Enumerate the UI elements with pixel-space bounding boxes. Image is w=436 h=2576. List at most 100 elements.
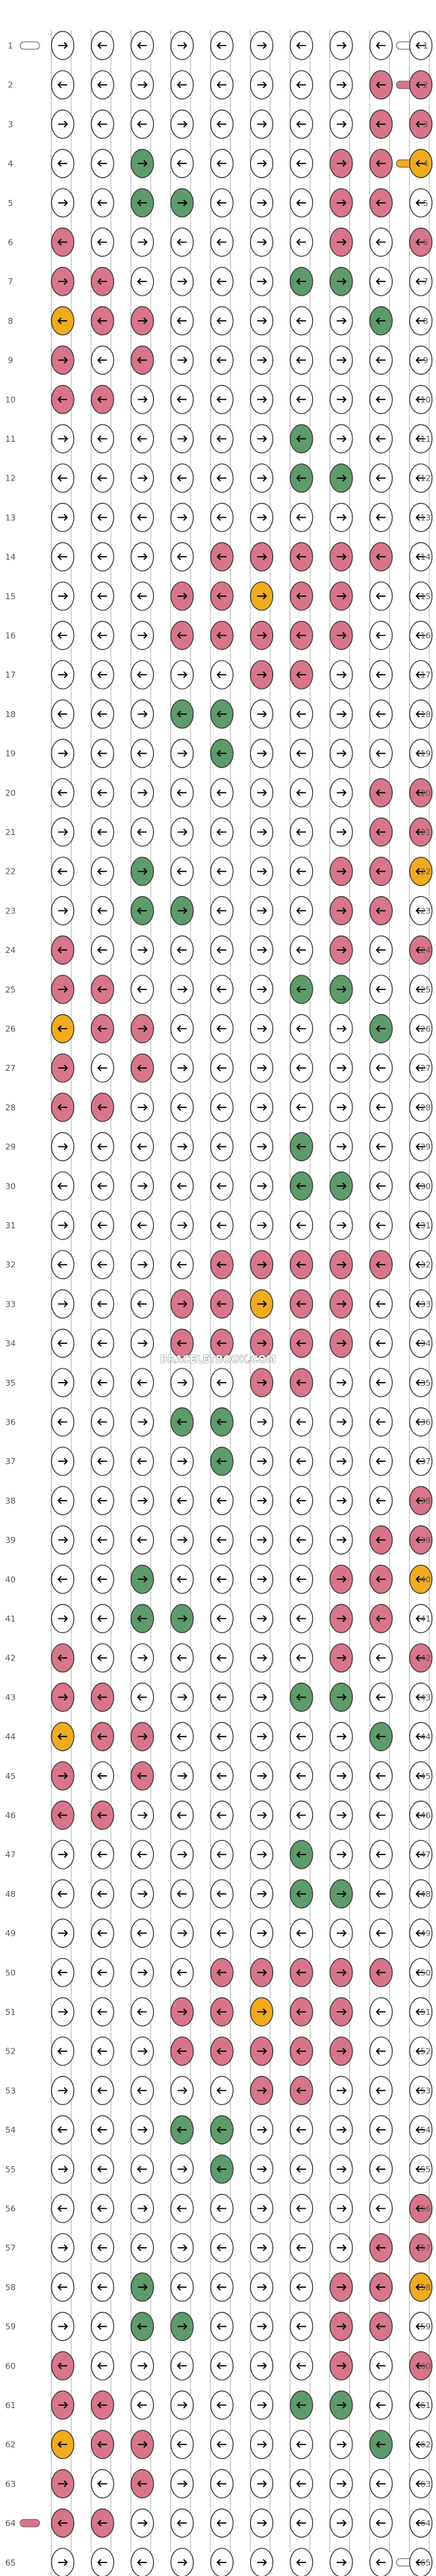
arrow-left-icon — [415, 2008, 426, 2016]
arrow-left-icon — [296, 1379, 306, 1387]
arrow-left-icon — [415, 1930, 426, 1937]
arrow-left-icon — [57, 2519, 67, 2527]
row-number-right: 60 — [420, 2361, 431, 2371]
arrow-left-icon — [415, 81, 426, 89]
arrow-right-icon — [177, 2086, 188, 2094]
row-number-left: 31 — [5, 1221, 16, 1231]
arrow-right-icon — [177, 2401, 188, 2409]
arrow-left-icon — [415, 1418, 426, 1426]
arrow-left-icon — [97, 475, 108, 482]
arrow-left-icon — [217, 2559, 227, 2566]
arrow-left-icon — [176, 2204, 187, 2213]
arrow-left-icon — [415, 553, 426, 560]
row-number-left: 50 — [5, 1968, 16, 1978]
row-number-left: 30 — [5, 1181, 16, 1191]
arrow-right-icon — [257, 1222, 267, 1229]
arrow-right-icon — [257, 2166, 267, 2173]
arrow-left-icon — [415, 396, 426, 403]
arrow-left-icon — [137, 2401, 147, 2409]
arrow-right-icon — [337, 631, 347, 640]
arrow-left-icon — [97, 1339, 108, 1347]
arrow-left-icon — [296, 2519, 306, 2527]
arrow-left-icon — [376, 946, 386, 954]
arrow-right-icon — [137, 475, 148, 482]
arrow-left-icon — [97, 1497, 108, 1504]
arrow-left-icon — [137, 1143, 147, 1151]
arrow-left-icon — [57, 553, 67, 560]
arrow-left-icon — [57, 2362, 67, 2369]
arrow-right-icon — [177, 1143, 188, 1151]
row-number-right: 54 — [420, 2125, 431, 2135]
arrow-right-icon — [257, 2204, 267, 2213]
row-number-left: 29 — [5, 1142, 16, 1152]
arrow-left-icon — [296, 81, 306, 89]
arrow-left-icon — [415, 238, 426, 246]
arrow-right-icon — [257, 2008, 267, 2016]
row-number-left: 57 — [5, 2243, 16, 2253]
arrow-left-icon — [97, 2283, 108, 2291]
arrow-left-icon — [376, 357, 386, 364]
arrow-left-icon — [296, 2204, 306, 2213]
arrow-right-icon — [337, 1772, 347, 1780]
row-number-left: 36 — [5, 1418, 16, 1428]
row-number-left: 42 — [5, 1654, 16, 1663]
row-number-right: 22 — [420, 867, 431, 877]
arrow-left-icon — [415, 2048, 426, 2055]
arrow-left-icon — [217, 1143, 227, 1151]
arrow-left-icon — [137, 357, 147, 364]
row-number-right: 63 — [420, 2479, 431, 2489]
arrow-left-icon — [296, 513, 306, 521]
arrow-left-icon — [415, 986, 426, 993]
arrow-right-icon — [257, 1182, 267, 1189]
arrow-left-icon — [296, 278, 306, 285]
arrow-left-icon — [296, 396, 306, 403]
row-number-left: 13 — [5, 513, 16, 522]
arrow-left-icon — [415, 475, 426, 482]
arrow-left-icon — [376, 986, 386, 993]
arrow-left-icon — [296, 2441, 306, 2448]
arrow-left-icon — [376, 2323, 386, 2330]
arrow-left-icon — [296, 1064, 306, 1072]
arrow-left-icon — [176, 2048, 187, 2055]
arrow-right-icon — [257, 1930, 267, 1937]
arrow-left-icon — [137, 2559, 147, 2566]
arrow-left-icon — [137, 1772, 147, 1780]
arrow-left-icon — [296, 2401, 306, 2409]
arrow-left-icon — [217, 593, 227, 600]
arrow-left-icon — [217, 2283, 227, 2291]
arrow-left-icon — [217, 1969, 227, 1976]
arrow-left-icon — [137, 593, 147, 600]
arrow-left-icon — [217, 475, 227, 482]
arrow-right-icon — [257, 789, 267, 796]
arrow-right-icon — [137, 868, 148, 875]
arrow-left-icon — [415, 1025, 426, 1033]
arrow-left-icon — [415, 1339, 426, 1347]
arrow-right-icon — [337, 357, 347, 364]
arrow-right-icon — [257, 1418, 267, 1426]
arrow-left-icon — [137, 1851, 147, 1858]
row-number-right: 50 — [420, 1968, 431, 1978]
arrow-left-icon — [217, 317, 227, 325]
arrow-left-icon — [296, 1182, 306, 1189]
arrow-right-icon — [337, 907, 347, 914]
arrow-left-icon — [376, 1575, 386, 1583]
arrow-left-icon — [376, 868, 386, 875]
arrow-left-icon — [217, 160, 227, 167]
arrow-left-icon — [97, 238, 108, 246]
arrow-left-icon — [415, 1064, 426, 1072]
row-number-right: 53 — [420, 2086, 431, 2095]
arrow-right-icon — [137, 710, 148, 718]
arrow-right-icon — [257, 1300, 267, 1307]
arrow-left-icon — [296, 553, 306, 560]
row-number-right: 4 — [423, 159, 429, 169]
arrow-right-icon — [58, 986, 69, 993]
arrow-left-icon — [296, 868, 306, 875]
arrow-left-icon — [137, 278, 147, 285]
arrow-left-icon — [217, 553, 227, 560]
arrow-left-icon — [415, 2086, 426, 2094]
row-number-left: 59 — [5, 2322, 16, 2332]
arrow-left-icon — [176, 160, 187, 167]
arrow-left-icon — [97, 1733, 108, 1740]
arrow-right-icon — [337, 1379, 347, 1387]
